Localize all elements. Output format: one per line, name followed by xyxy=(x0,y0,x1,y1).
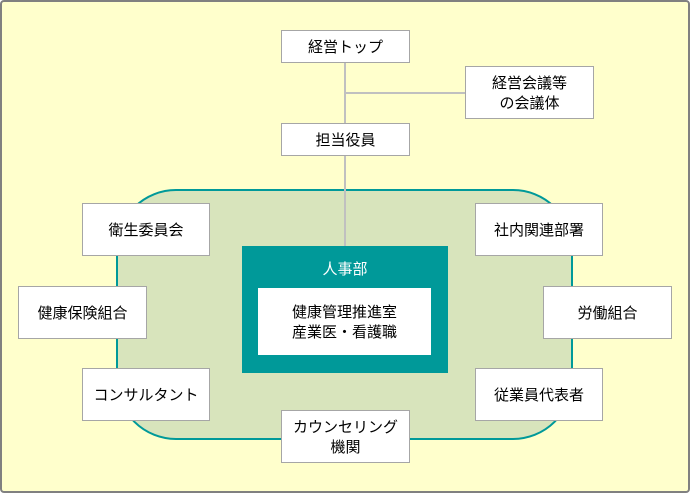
node-counseling-agency: カウンセリング 機関 xyxy=(281,410,410,463)
node-related-departments: 社内関連部署 xyxy=(475,203,603,256)
connector-officer-to-hr xyxy=(344,155,346,246)
node-health-insurance-union: 健康保険組合 xyxy=(18,286,147,339)
node-responsible-officer: 担当役員 xyxy=(281,123,410,156)
node-labor-union: 労働組合 xyxy=(543,286,672,339)
node-executive-top: 経営トップ xyxy=(281,30,410,63)
node-management-council: 経営会議等 の会議体 xyxy=(465,66,594,119)
node-employee-representative: 従業員代表者 xyxy=(475,368,603,421)
node-health-committee: 衛生委員会 xyxy=(82,203,210,256)
connector-council xyxy=(345,92,465,94)
node-consultant: コンサルタント xyxy=(82,368,210,421)
hr-department-label: 人事部 xyxy=(322,260,368,278)
node-health-management-office: 健康管理推進室 産業医・看護職 xyxy=(258,288,431,355)
node-hr-department: 人事部 健康管理推進室 産業医・看護職 xyxy=(242,246,448,373)
